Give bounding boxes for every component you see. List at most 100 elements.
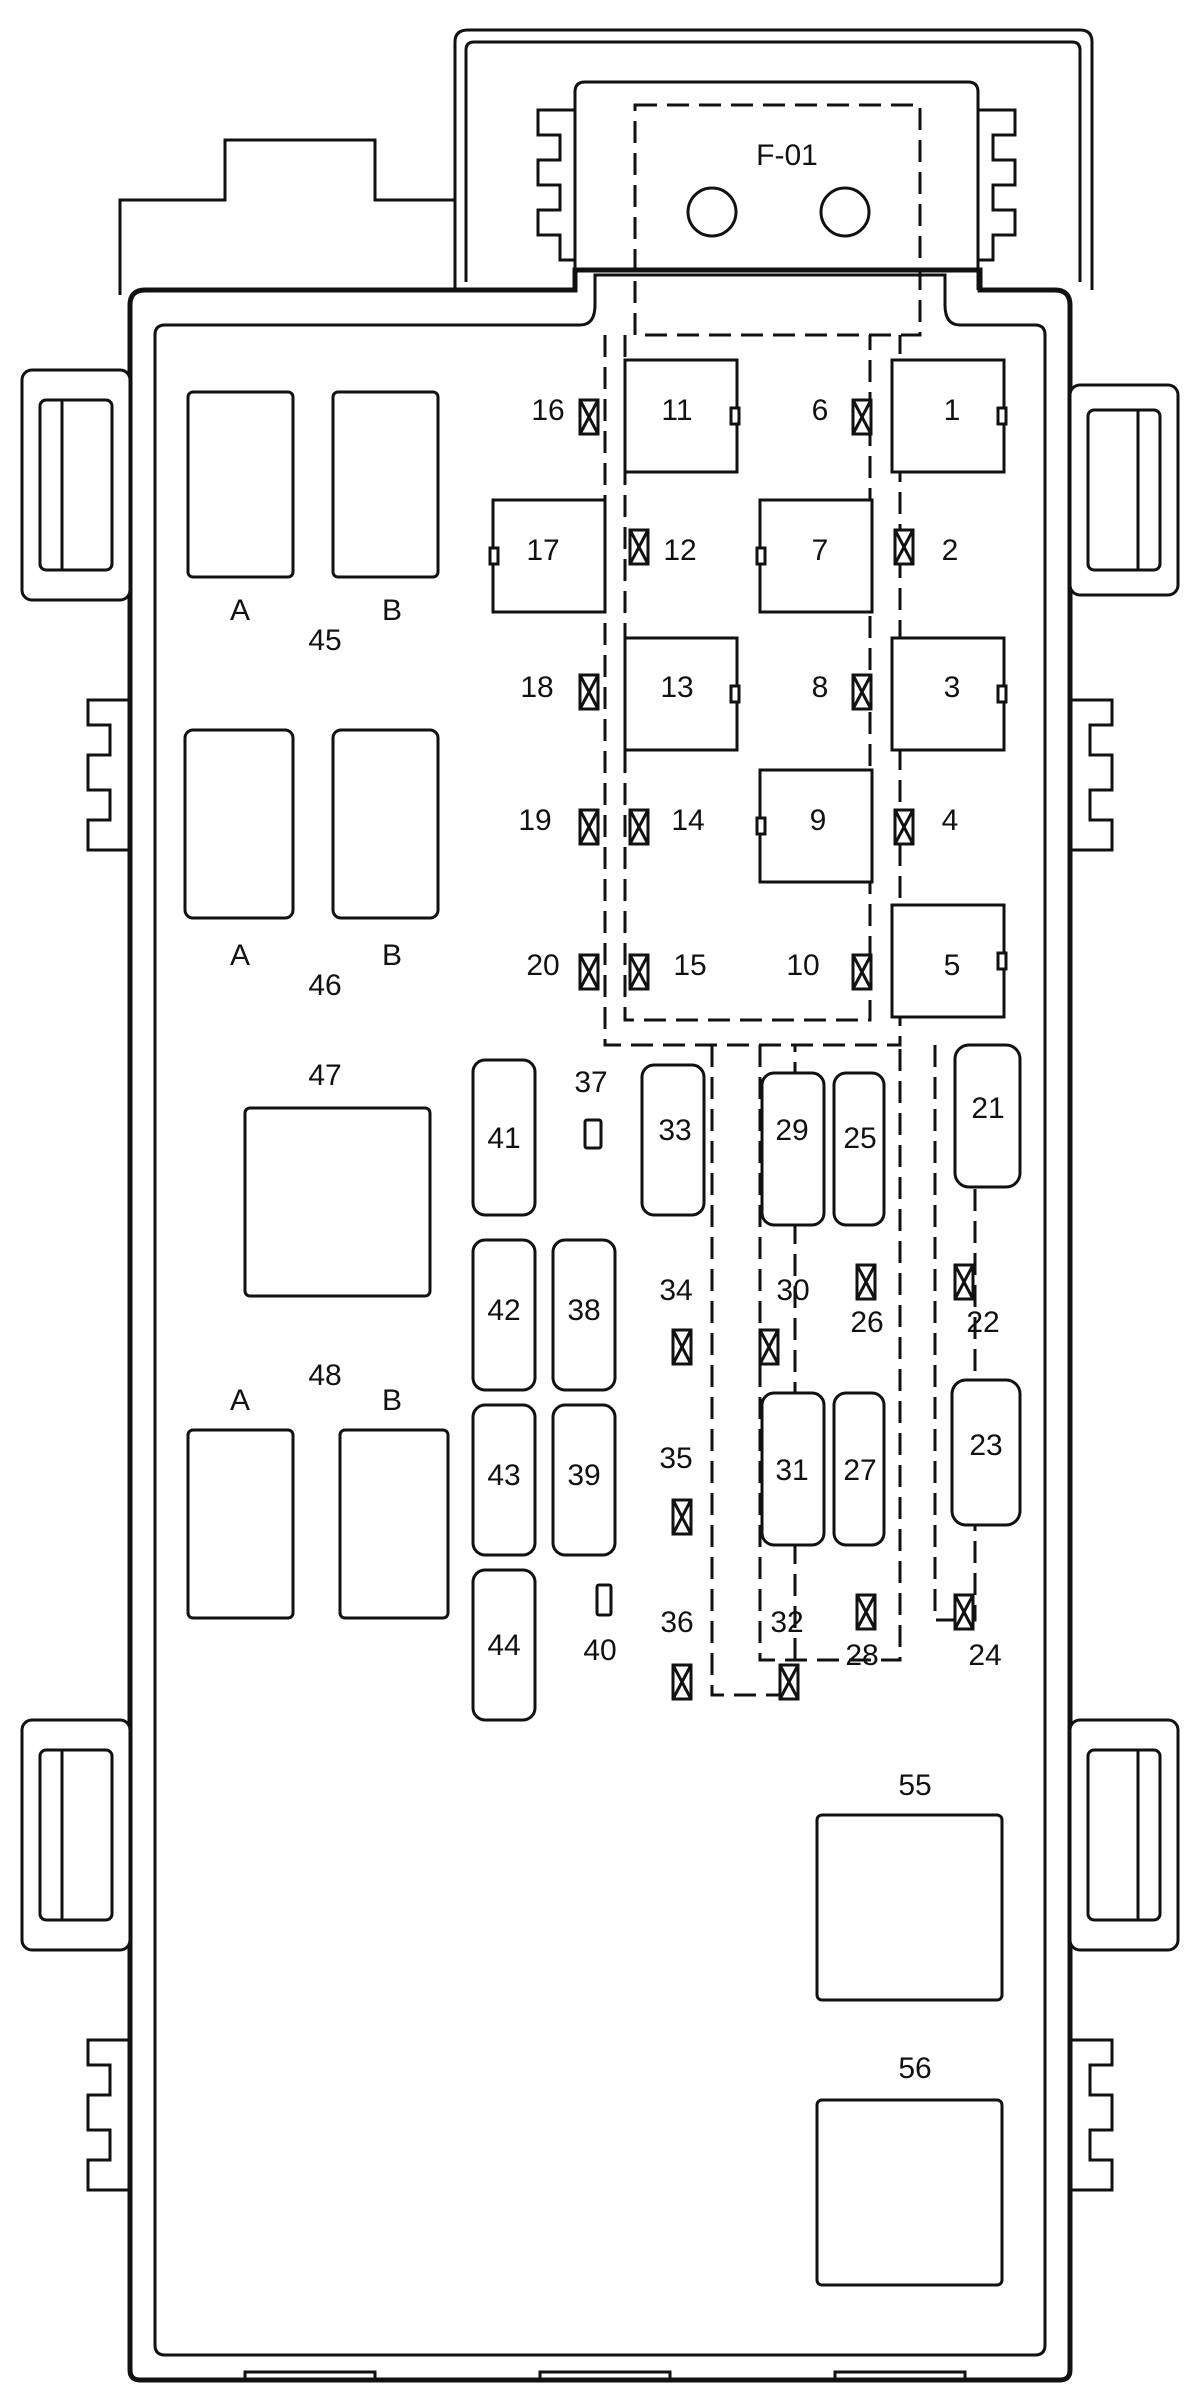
fuse-label-18: 18 bbox=[520, 671, 553, 704]
fuse-label-44: 44 bbox=[487, 1629, 520, 1662]
relay-46b bbox=[331, 728, 440, 920]
small-fuse-14 bbox=[628, 808, 650, 846]
relay-46a-label: A bbox=[230, 939, 250, 972]
fuse-label-27: 27 bbox=[843, 1454, 876, 1487]
fuse-label-40: 40 bbox=[583, 1634, 616, 1667]
side-tabs bbox=[86, 698, 1114, 2192]
small-fuse-16 bbox=[578, 398, 600, 436]
fuse-labels: 1234567891011121314151617181920212223242… bbox=[487, 394, 1004, 1672]
small-fuse-36 bbox=[671, 1663, 693, 1701]
fuse-label-11: 11 bbox=[661, 394, 692, 427]
fuse-label-5: 5 bbox=[944, 949, 961, 982]
fuse-label-37: 37 bbox=[574, 1066, 607, 1099]
small-fuse-8 bbox=[851, 673, 873, 711]
small-fuse-18 bbox=[578, 673, 600, 711]
fuse-label-4: 4 bbox=[942, 804, 959, 837]
fuse-label-16: 16 bbox=[531, 394, 564, 427]
relay-48a-label: A bbox=[230, 1384, 250, 1417]
fuse-label-42: 42 bbox=[487, 1294, 520, 1327]
relay-47-label: 47 bbox=[308, 1059, 341, 1092]
fuse-label-31: 31 bbox=[775, 1454, 808, 1487]
rounded-fuses bbox=[471, 1043, 1022, 1722]
fuse-label-29: 29 bbox=[775, 1114, 808, 1147]
fuse-17-box bbox=[491, 498, 607, 614]
fuse-31-box bbox=[760, 1391, 826, 1547]
fuse-1-box bbox=[890, 358, 1006, 474]
f01-block: F-01 bbox=[633, 103, 922, 337]
relay-48b bbox=[338, 1428, 450, 1620]
fuse-label-7: 7 bbox=[812, 534, 829, 567]
side-clip-left-lower bbox=[20, 1718, 132, 1952]
fuse-3-box bbox=[890, 636, 1006, 752]
fuse-23-box bbox=[950, 1378, 1022, 1527]
relay-47: 47 bbox=[243, 1059, 432, 1298]
fuse-label-15: 15 bbox=[673, 949, 706, 982]
small-fuse-26 bbox=[855, 1263, 877, 1301]
small-fuse-30 bbox=[758, 1328, 780, 1366]
fuse-label-21: 21 bbox=[971, 1092, 1004, 1125]
fuse-38-box bbox=[551, 1238, 617, 1392]
relay-46b-label: B bbox=[382, 939, 402, 972]
small-fuse-20 bbox=[578, 953, 600, 991]
fuse-39-box bbox=[551, 1403, 617, 1557]
fuse-label-20: 20 bbox=[526, 949, 559, 982]
relay-46-label: 46 bbox=[308, 969, 341, 1002]
fuse-label-12: 12 bbox=[663, 534, 696, 567]
relay-48b-label: B bbox=[382, 1384, 402, 1417]
fuse-label-14: 14 bbox=[671, 804, 704, 837]
small-fuses-grid bbox=[578, 398, 975, 1701]
fuse-label-10: 10 bbox=[786, 949, 819, 982]
small-fuse-32 bbox=[778, 1663, 800, 1701]
fuse-41-box bbox=[471, 1058, 537, 1217]
fuse-label-32: 32 bbox=[770, 1606, 803, 1639]
small-fuse-12 bbox=[628, 528, 650, 566]
large-fuse-grid bbox=[488, 358, 1008, 1019]
fuse-label-1: 1 bbox=[944, 394, 961, 427]
fuse-11-box bbox=[623, 358, 739, 474]
fuse-37-box bbox=[583, 1118, 603, 1150]
fuse-label-6: 6 bbox=[812, 394, 829, 427]
relay-46: A B 46 bbox=[183, 728, 440, 1002]
fuse-13-box bbox=[623, 636, 739, 752]
fuse-40-box bbox=[595, 1583, 613, 1617]
relay-48: A B 48 bbox=[186, 1359, 450, 1620]
fuse-label-13: 13 bbox=[660, 671, 693, 704]
fuse-label-8: 8 bbox=[812, 671, 829, 704]
fuse-5-box bbox=[890, 903, 1006, 1019]
fuse-label-35: 35 bbox=[659, 1442, 692, 1475]
relay-46a bbox=[183, 728, 295, 920]
side-clip-left-upper bbox=[20, 368, 132, 602]
relay-55: 55 bbox=[815, 1769, 1004, 2002]
fuse-27-box bbox=[832, 1391, 886, 1547]
fuse-43-box bbox=[471, 1403, 537, 1557]
housing-outline bbox=[118, 28, 1094, 2383]
side-clip-right-lower bbox=[1068, 1718, 1180, 1952]
fuse-label-43: 43 bbox=[487, 1459, 520, 1492]
fuse-label-39: 39 bbox=[567, 1459, 600, 1492]
small-fuse-10 bbox=[851, 953, 873, 991]
fuse-7-box bbox=[758, 498, 874, 614]
relay-45: A B 45 bbox=[186, 390, 440, 657]
relay-56: 56 bbox=[815, 2052, 1004, 2287]
relay-45-label: 45 bbox=[308, 624, 341, 657]
relay-45a-label: A bbox=[230, 594, 250, 627]
fuse-label-17: 17 bbox=[526, 534, 559, 567]
fuse-label-24: 24 bbox=[968, 1639, 1001, 1672]
fuse-label-38: 38 bbox=[567, 1294, 600, 1327]
small-fuse-28 bbox=[855, 1593, 877, 1631]
fuse-label-19: 19 bbox=[518, 804, 551, 837]
small-fuse-22 bbox=[953, 1263, 975, 1301]
fuse-label-22: 22 bbox=[966, 1306, 999, 1339]
fuse-label-33: 33 bbox=[658, 1114, 691, 1147]
relay-48-label: 48 bbox=[308, 1359, 341, 1392]
f01-label: F-01 bbox=[756, 139, 818, 172]
side-clip-right-upper bbox=[1068, 383, 1180, 597]
small-fuse-34 bbox=[671, 1328, 693, 1366]
small-fuse-15 bbox=[628, 953, 650, 991]
fuse-label-28: 28 bbox=[845, 1639, 878, 1672]
fuse-42-box bbox=[471, 1238, 537, 1392]
fuse-label-41: 41 bbox=[487, 1122, 520, 1155]
fuse-21-box bbox=[953, 1043, 1022, 1189]
